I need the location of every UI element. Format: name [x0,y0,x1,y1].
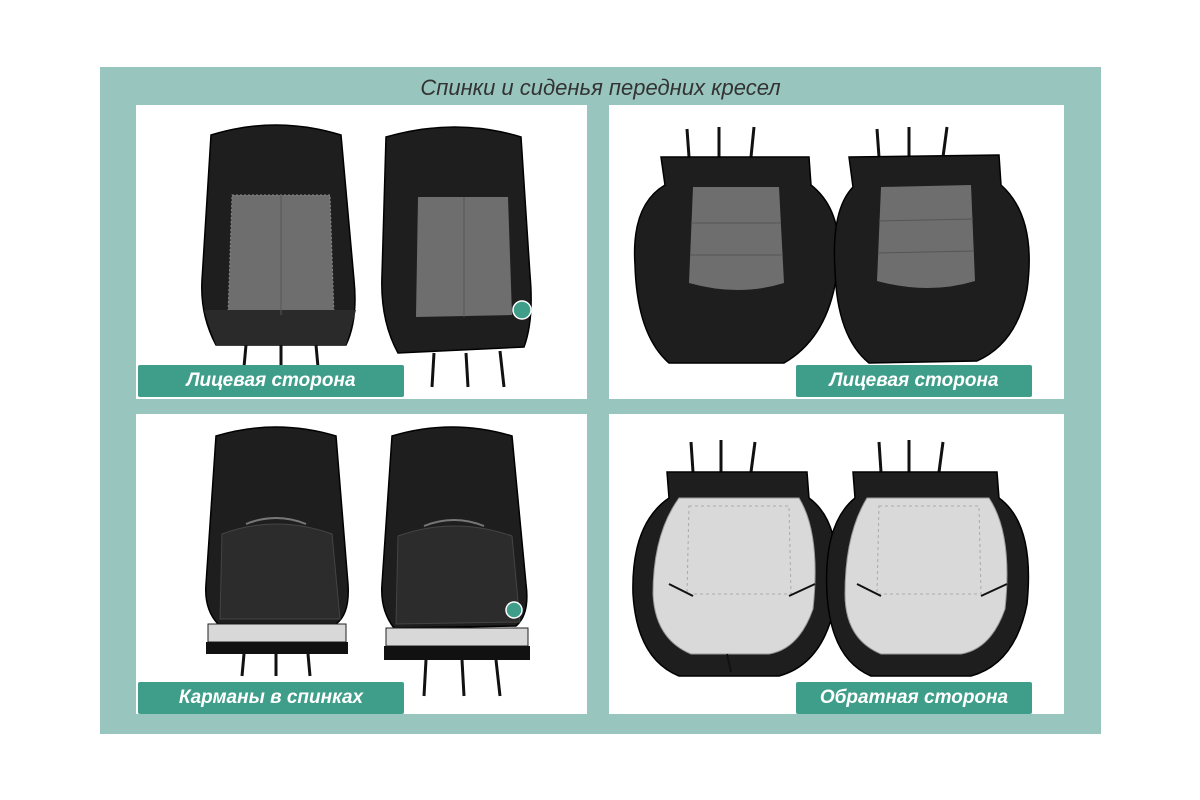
seat-back-covers-image [201,124,532,388]
panel-front-seats: Лицевая сторона [609,105,1064,399]
seat-cushion-underside-image [632,440,1030,677]
caption-reverse-side: Обратная сторона [796,682,1032,714]
panel-back-pockets: Карманы в спинках [136,414,587,714]
panel-seat-underside: Обратная сторона [609,414,1064,714]
backrest-pockets-image [205,426,530,697]
product-frame: Спинки и сиденья передних кресел [100,67,1101,734]
page-title: Спинки и сиденья передних кресел [420,75,781,100]
panel-front-backs: Лицевая сторона [136,105,587,399]
caption-front-side-seats: Лицевая сторона [796,365,1032,397]
caption-front-side: Лицевая сторона [138,365,404,397]
seat-cushion-covers-image [633,126,1030,364]
caption-back-pockets: Карманы в спинках [138,682,404,714]
